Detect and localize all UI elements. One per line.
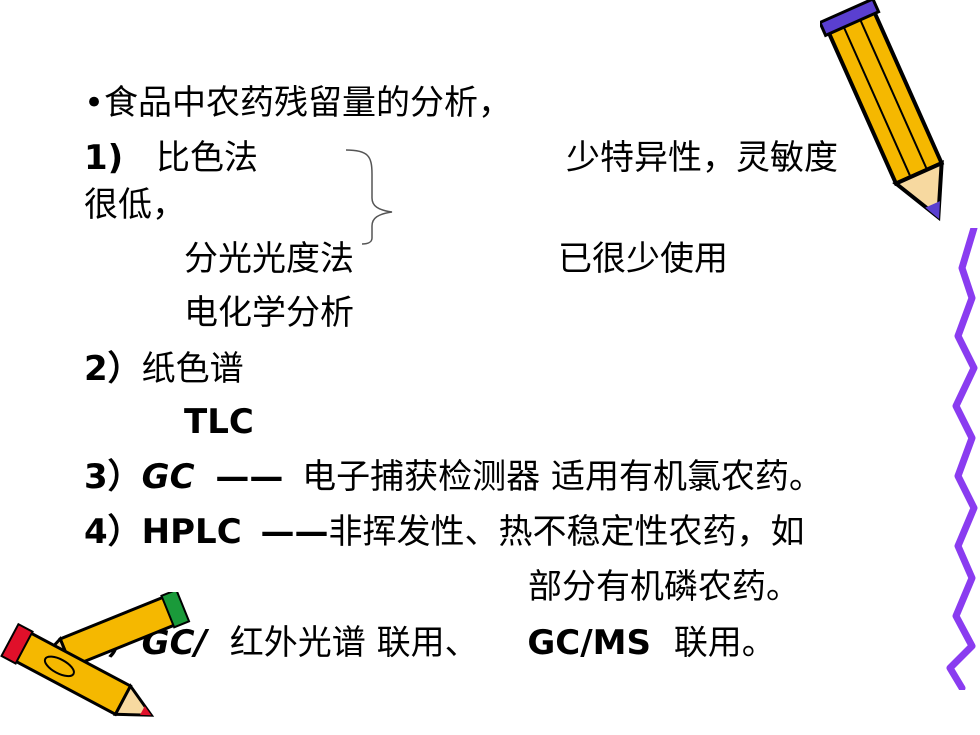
curly-brace-icon <box>345 149 393 245</box>
pencil-icon <box>820 0 945 222</box>
item-4-text-2: 部分有机磷农药。 <box>528 567 800 607</box>
item-5-text-2: 联用。 <box>673 623 776 663</box>
item-3-number: 3） <box>84 457 142 497</box>
item-1-method-2: 分光光度法 <box>184 239 354 279</box>
item-2-method: 纸色谱 <box>141 349 244 389</box>
item-4-dash: —— <box>260 512 329 552</box>
zigzag-border-icon <box>946 228 978 690</box>
item-4-line: 4）HPLC ——非挥发性、热不稳定性农药，如 <box>84 515 804 549</box>
item-4-hplc: HPLC <box>141 512 242 552</box>
item-2-method-2: TLC <box>184 402 254 442</box>
item-1-method: 比色法 <box>156 138 259 178</box>
item-1-note: 少特异性，灵敏度 <box>566 138 838 178</box>
item-4-number: 4） <box>84 512 142 552</box>
pencil-pair-icon <box>0 592 191 717</box>
item-5-line: 5）GC/ 红外光谱 联用、 GC/MS 联用。 <box>84 626 776 660</box>
item-3-gc: GC <box>141 457 195 497</box>
item-2-number: 2） <box>84 349 142 389</box>
item-1-method-3: 电化学分析 <box>184 293 354 333</box>
item-1-note-2: 已很少使用 <box>558 239 728 279</box>
item-1-number: 1) <box>84 138 124 178</box>
item-2-line: 2）纸色谱 <box>84 352 244 386</box>
item-3-dash: —— <box>215 457 284 497</box>
item-1-line: 1) 比色法 <box>84 141 258 175</box>
title-line: •食品中农药残留量的分析， <box>84 83 513 123</box>
item-4-text: 非挥发性、热不稳定性农药，如 <box>328 512 805 552</box>
item-3-line: 3）GC —— 电子捕获检测器 适用有机氯农药。 <box>84 460 823 494</box>
item-3-text: 电子捕获检测器 适用有机氯农药。 <box>302 457 823 497</box>
item-5-text: 红外光谱 联用、 <box>229 623 479 663</box>
item-5-gcms: GC/MS <box>527 623 651 663</box>
item-1-note-cont: 很低， <box>84 185 186 225</box>
